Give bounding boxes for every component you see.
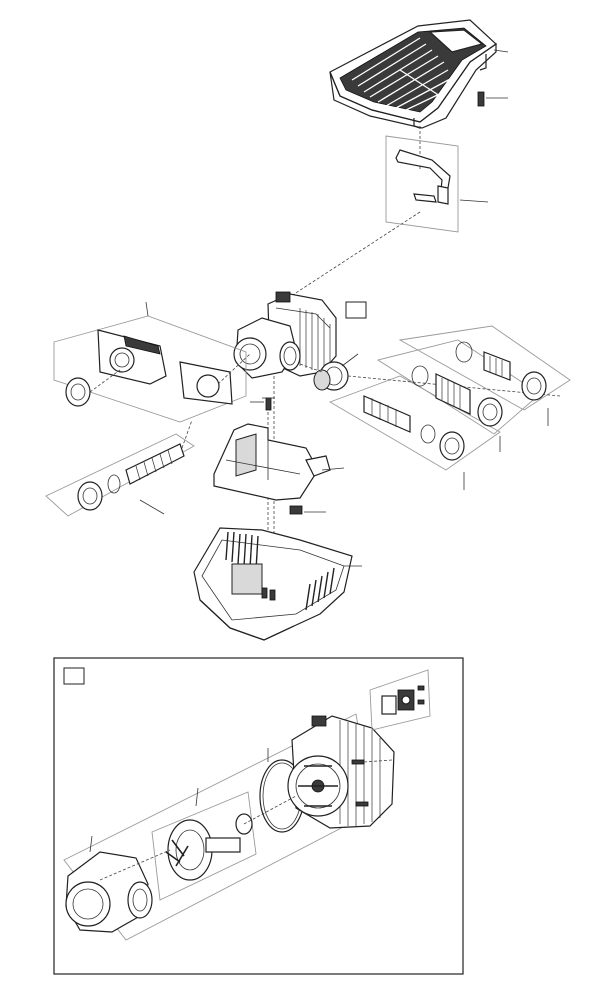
cable-clamp: [289, 505, 303, 515]
pump-chamber: [65, 851, 153, 933]
filter-bracket: [395, 149, 451, 205]
detail-callout: [345, 301, 367, 319]
detail-cable-gland: [381, 685, 425, 715]
outlet-adapter: [313, 361, 349, 391]
screw: [262, 397, 275, 411]
pump-motor-housing: [233, 291, 337, 379]
hose-set-medium: [411, 365, 503, 427]
left-union-nut: [65, 377, 91, 407]
motor-housing-detail: [287, 715, 395, 829]
hose-set-inlet: [77, 443, 185, 511]
impeller: [165, 813, 253, 881]
cover-clip: [477, 91, 485, 107]
left-cover-panel: [97, 329, 167, 385]
right-cover-panel: [179, 361, 233, 405]
detail-screw-set: [351, 759, 369, 807]
grille-cover: [329, 19, 497, 129]
filter-basket: [193, 527, 353, 641]
base-holder: [213, 423, 331, 501]
hose-set-small: [455, 341, 547, 401]
hose-set-large: [363, 395, 465, 461]
